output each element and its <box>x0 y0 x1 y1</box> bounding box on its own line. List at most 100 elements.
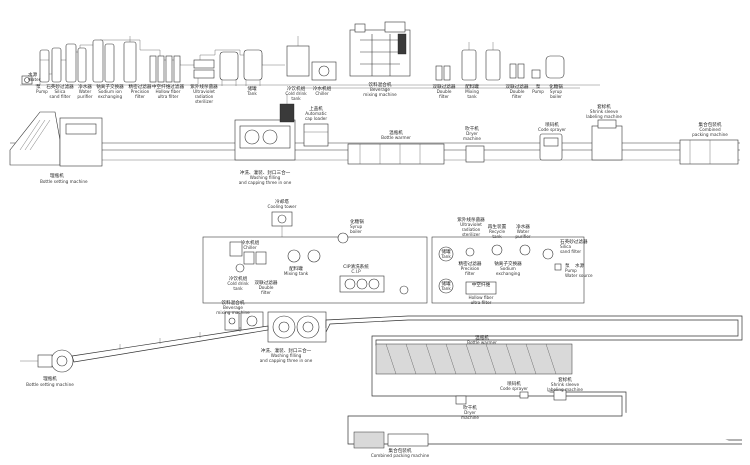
syrup-boiler-label-en-1: Syrup <box>550 89 563 94</box>
plan-hollow-label: 中空纤维 <box>472 281 491 288</box>
plan-combined-packing-equipment <box>353 431 385 449</box>
plan-sodium-label: 钠离子交换器 <box>494 260 522 267</box>
cap-loader-equipment <box>303 123 329 147</box>
mixing-tank-label: 配料罐 <box>465 83 479 90</box>
cold-drink-label: 冷饮机组 <box>287 85 306 92</box>
combined-packing-label-en-2: packing machine <box>692 132 728 137</box>
plan-recycle-label-en-1: Recycle <box>489 229 506 234</box>
plan-cooling-tower-label: 冷却塔 <box>275 198 289 205</box>
chiller-label: 冷水机组 <box>313 85 332 92</box>
plan-cooling-tower-label-en: Cooling tower <box>268 204 297 209</box>
uv-label: 紫外线杀菌器 <box>190 83 218 90</box>
water-purifier-equipment <box>65 43 87 83</box>
combined-packing-label-en-1: Combined <box>699 127 721 132</box>
washing-label: 冲洗、灌装、封口三合一 <box>240 169 291 176</box>
syrup-boiler-equipment <box>531 55 565 79</box>
shrink-label: 套标机 <box>597 103 611 110</box>
dryer-label-en-1: Dryer <box>466 131 478 136</box>
bottle-setting-equipment <box>9 111 103 167</box>
pump-2-label-en: Pump <box>532 89 544 94</box>
plan-bottle-warmer-label: 温瓶机 <box>475 334 489 341</box>
dryer-label-en-2: machine <box>463 136 481 141</box>
plan-hollow-label-en-1: Hollow fiber <box>469 295 494 300</box>
plan-cold-drink-label: 冷饮机组 <box>229 275 248 282</box>
plan-washing-label-en-1: Washing filling <box>271 353 302 358</box>
water-purifier-label-en-1: Water <box>79 89 92 94</box>
code-sprayer-label: 喷码机 <box>545 121 559 128</box>
cap-loader-label: 上盖机 <box>309 105 323 112</box>
bottle-setting-label: 理瓶机 <box>50 172 64 179</box>
plan-syrup-boiler-label: 化糖锅 <box>350 218 364 225</box>
plan-view: 冷却塔 Cooling tower 化糖锅 Syrup boiler 冷水机组 … <box>202 198 593 305</box>
bottle-warmer-equipment <box>347 143 445 165</box>
mixing-tank-equipment <box>461 42 501 81</box>
plan-dryer-label-en-1: Dryer <box>464 410 476 415</box>
plan-cip-label: CIP清洗系统 <box>343 263 369 270</box>
plan-bottle-setting-label: 理瓶机 <box>43 375 57 382</box>
conveyor-layout: 饮料混合机 Beverage mixing machine 冲洗、灌装、封口三合… <box>20 299 743 458</box>
silica-label: 石英砂过滤器 <box>46 83 74 90</box>
plan-precision-label: 精密过滤器 <box>459 260 482 267</box>
dryer-label: 吹干机 <box>465 125 479 132</box>
plan-syrup-boiler-label-en-1: Syrup <box>350 224 363 229</box>
plan-bottle-setting-equipment <box>20 349 74 373</box>
double-filter-2-label-en-1: Double <box>510 89 525 94</box>
plan-water-label-en: Water source <box>565 273 593 278</box>
plan-pump-label: 泵 <box>565 263 570 269</box>
plan-box-left <box>202 236 428 304</box>
hollow-label-en-2: ultra filter <box>158 94 179 99</box>
plan-tank-a-label: 储罐 <box>441 248 451 255</box>
pump-1-equipment <box>21 75 33 85</box>
plan-uv-label-en-2: radiation <box>462 227 481 232</box>
hollow-fiber-equipment <box>149 55 181 83</box>
plan-combined-packing-label: 集合包装机 <box>389 447 412 454</box>
plan-bottle-setting-label-en: Bottle setting machine <box>26 382 74 387</box>
plan-water-purifier-label-en-1: Water <box>517 229 530 234</box>
cap-loader-label-en-1: Automatic <box>305 111 327 116</box>
pump-2-label: 泵 <box>536 84 541 90</box>
plan-box-right <box>431 236 585 304</box>
pump-1-label: 泵 <box>36 84 41 90</box>
syrup-boiler-label-en-2: boiler <box>550 94 562 99</box>
dryer-equipment <box>465 145 485 163</box>
plan-double-filter-label-en-1: Double <box>259 285 274 290</box>
plan-sodium-label-en-2: exchanging <box>496 271 521 276</box>
shrink-label-en-2: labeling machine <box>586 114 622 119</box>
plan-precision-label-en-1: Precision <box>461 266 480 271</box>
water-purifier-label-en-2: purifier <box>77 94 92 99</box>
water-purifier-label: 净水器 <box>78 83 92 90</box>
beverage-mixing-label: 饮料混合机 <box>369 81 392 88</box>
silica-label-en-2: sand filter <box>49 94 70 99</box>
beverage-mixing-label-en-2: mixing machine <box>363 92 397 97</box>
plan-syrup-boiler-equipment <box>337 232 349 244</box>
plan-shrink-label: 套标机 <box>558 376 572 383</box>
plan-silica-label-en-1: Silica <box>560 244 571 249</box>
double-filter-label-en-2: filter <box>439 94 449 99</box>
plan-code-sprayer-label: 喷码机 <box>507 380 521 387</box>
sodium-label-en-1: Sodium ion <box>98 89 122 94</box>
plan-water-label: 水源 <box>575 262 585 269</box>
code-sprayer-equipment <box>539 133 563 161</box>
plan-cold-drink-label-en-2: tank <box>233 286 243 291</box>
plan-shrink-equipment <box>553 389 567 401</box>
plan-tank-b-label: 储罐 <box>441 280 451 287</box>
washing-label-en-1: Washing filling <box>250 175 281 180</box>
code-sprayer-label-en: Code sprayer <box>538 127 566 132</box>
plan-chiller-label: 冷水机组 <box>241 239 260 246</box>
plan-dryer-equipment <box>455 395 467 405</box>
plan-tank-b-label-en: Tank <box>440 286 451 291</box>
plan-dryer-label-en-2: machine <box>461 415 479 420</box>
syrup-boiler-label: 化糖锅 <box>549 83 563 90</box>
precision-label: 精密过滤器 <box>129 83 152 90</box>
plan-cold-drink-label-en-1: Cold drink <box>227 281 249 286</box>
plan-code-sprayer-equipment <box>519 391 529 399</box>
double-filter-label: 双联过滤器 <box>433 83 456 90</box>
plan-mixing-tank-label-en: Mixing tank <box>284 271 309 276</box>
tank-1-equipment <box>219 49 263 86</box>
sodium-label-en-2: exchanging <box>98 94 123 99</box>
plan-beverage-mixing-label-en-2: mixing machine <box>216 310 250 315</box>
cap-loader-label-en-2: cap loader <box>305 116 327 121</box>
plan-mixing-tank-label: 配料罐 <box>289 265 303 272</box>
